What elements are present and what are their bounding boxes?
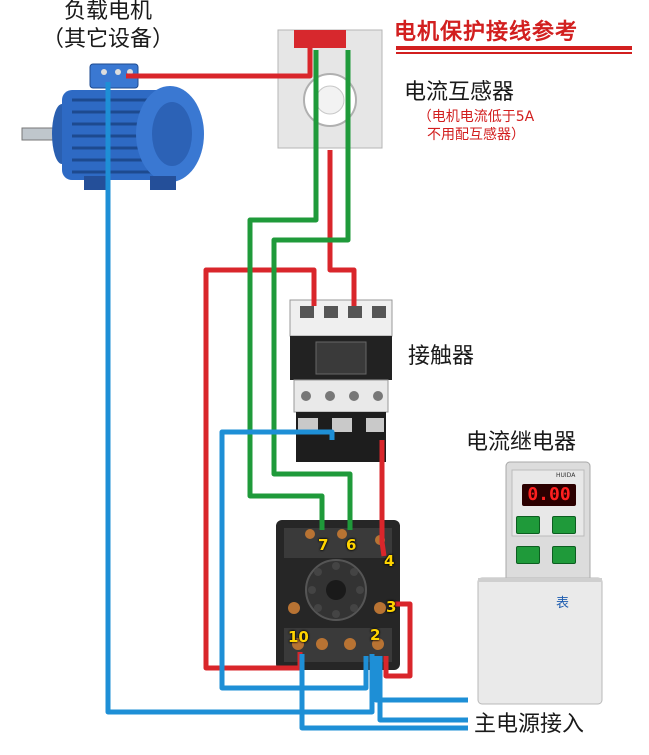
relay-button-up[interactable]	[552, 516, 576, 534]
motor-label-line1: 负载电机	[63, 0, 152, 24]
motor	[21, 63, 204, 190]
current-relay-label: 电流继电器	[466, 430, 577, 455]
title-underline-thin	[396, 52, 632, 54]
motor-label: 负载电机 （其它设备）	[14, 0, 202, 54]
pin-label-3: 3	[386, 598, 397, 616]
diagram-title: 电机保护接线参考	[394, 20, 579, 45]
ct-note-line1: （电机电流低于5A	[417, 109, 535, 125]
pin-label-10: 10	[288, 628, 309, 646]
current-transformer-label: 电流互感器	[404, 80, 515, 105]
contactor-label: 接触器	[408, 344, 475, 369]
pin-label-7: 7	[318, 536, 329, 554]
current-transformer	[277, 29, 383, 149]
relay-watermark: 表	[556, 596, 570, 611]
pin-label-6: 6	[346, 536, 357, 554]
power-input-label: 主电源接入	[474, 712, 585, 737]
relay-button-shift[interactable]	[516, 546, 540, 564]
pin-label-2: 2	[370, 626, 381, 644]
blue-wires	[105, 82, 468, 731]
contactor	[289, 299, 393, 462]
motor-label-line2: （其它设备）	[41, 27, 174, 52]
relay-button-reset[interactable]	[552, 546, 576, 564]
current-transformer-note: （电机电流低于5A 不用配互感器）	[398, 108, 554, 144]
title-underline	[396, 46, 632, 50]
green-wires	[247, 50, 353, 530]
pin-label-4: 4	[384, 552, 395, 570]
relay-display: 0.00	[522, 484, 576, 506]
ct-note-line2: 不用配互感器）	[427, 127, 525, 143]
relay-brand: HUIDA	[556, 472, 576, 479]
relay-button-set[interactable]	[516, 516, 540, 534]
